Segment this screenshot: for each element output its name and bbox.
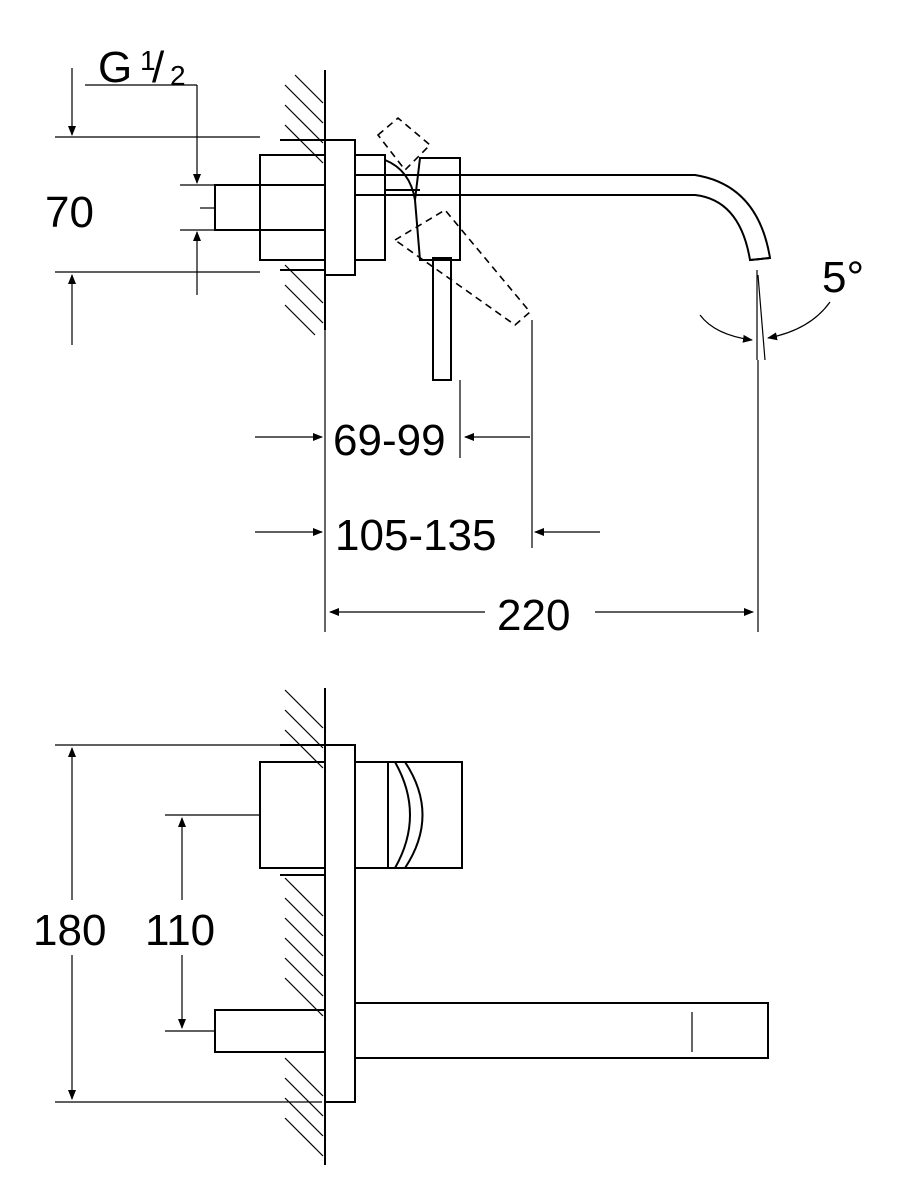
dim-180: 180 (33, 906, 106, 955)
svg-text:2: 2 (170, 60, 186, 91)
lever-dashed-top (376, 116, 432, 172)
handle-bottom (387, 761, 463, 869)
dim-70: 70 (45, 188, 94, 237)
lever-dashed-rotated (393, 208, 532, 327)
wall-hatching-bottom (284, 689, 324, 1157)
thread-label: G 1 / 2 (98, 43, 186, 92)
side-view: G 1 / 2 70 5° 69-99 105-135 220 (45, 43, 864, 640)
wall-plate-bottom (324, 744, 356, 1103)
collar-bottom (354, 761, 389, 869)
svg-text:/: / (152, 43, 165, 92)
collar-top (354, 154, 386, 261)
pipe-bottom (214, 1009, 326, 1053)
spout-bottom (354, 1002, 769, 1059)
wall-hatching-top (284, 74, 324, 336)
lever-handle (432, 257, 452, 381)
concealed-body-top (259, 154, 326, 261)
front-view: 180 110 (33, 688, 769, 1165)
concealed-body-bottom (259, 761, 326, 869)
dim-105-135: 105-135 (335, 511, 496, 560)
wall-plate-top (324, 139, 356, 276)
dim-angle: 5° (822, 253, 864, 302)
dim-69-99: 69-99 (333, 416, 446, 465)
pipe-connection (214, 184, 326, 231)
dim-220: 220 (497, 591, 570, 640)
dim-110: 110 (145, 906, 215, 955)
svg-text:G: G (98, 43, 132, 92)
svg-text:1: 1 (140, 45, 156, 76)
lever-body (384, 157, 461, 261)
